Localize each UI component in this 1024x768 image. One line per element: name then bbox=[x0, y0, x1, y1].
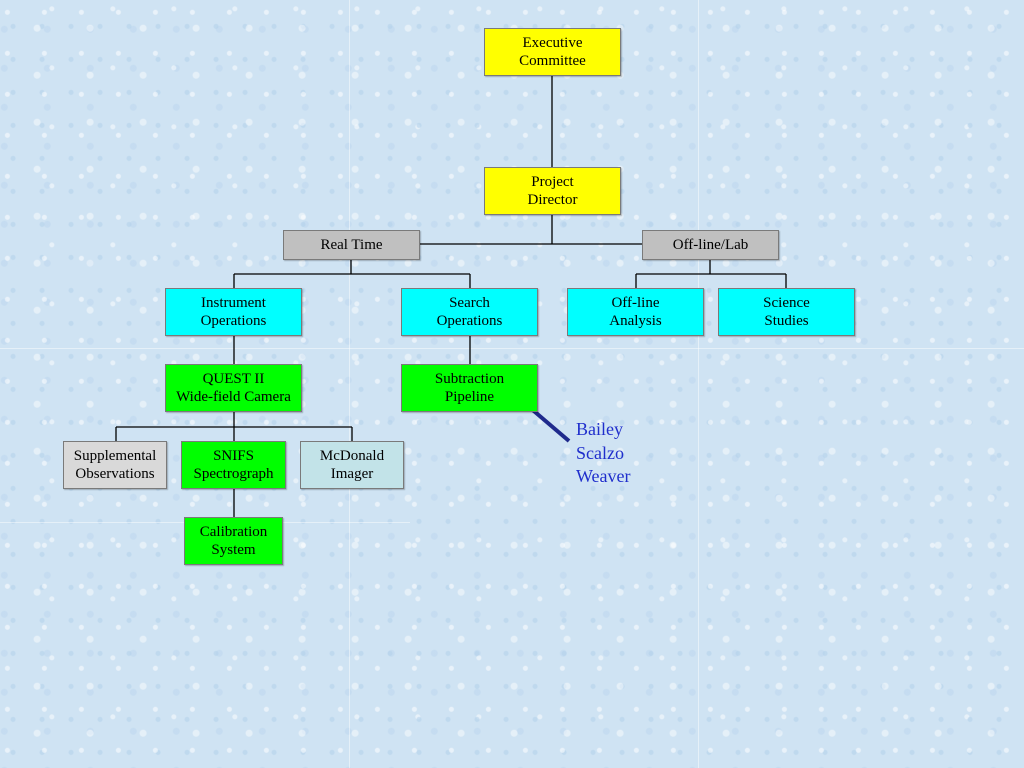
background-seam bbox=[698, 0, 699, 768]
node-offline-lab: Off-line/Lab bbox=[642, 230, 779, 260]
node-real-time: Real Time bbox=[283, 230, 420, 260]
node-quest-camera: QUEST II Wide-field Camera bbox=[165, 364, 302, 412]
node-calibration-system: Calibration System bbox=[184, 517, 283, 565]
team-name: Bailey bbox=[576, 419, 623, 439]
background-seam bbox=[349, 0, 350, 768]
node-project-director: Project Director bbox=[484, 167, 621, 215]
node-mcdonald-imager: McDonald Imager bbox=[300, 441, 404, 489]
node-executive-committee: Executive Committee bbox=[484, 28, 621, 76]
team-name: Scalzo bbox=[576, 442, 624, 463]
node-snifs-spectrograph: SNIFS Spectrograph bbox=[181, 441, 286, 489]
team-name: Weaver bbox=[576, 466, 631, 486]
background-seam bbox=[0, 348, 1024, 349]
node-instrument-operations: Instrument Operations bbox=[165, 288, 302, 336]
node-offline-analysis: Off-line Analysis bbox=[567, 288, 704, 336]
node-supplemental-observations: Supplemental Observations bbox=[63, 441, 167, 489]
node-subtraction-pipeline: Subtraction Pipeline bbox=[401, 364, 538, 412]
node-science-studies: Science Studies bbox=[718, 288, 855, 336]
node-search-operations: Search Operations bbox=[401, 288, 538, 336]
